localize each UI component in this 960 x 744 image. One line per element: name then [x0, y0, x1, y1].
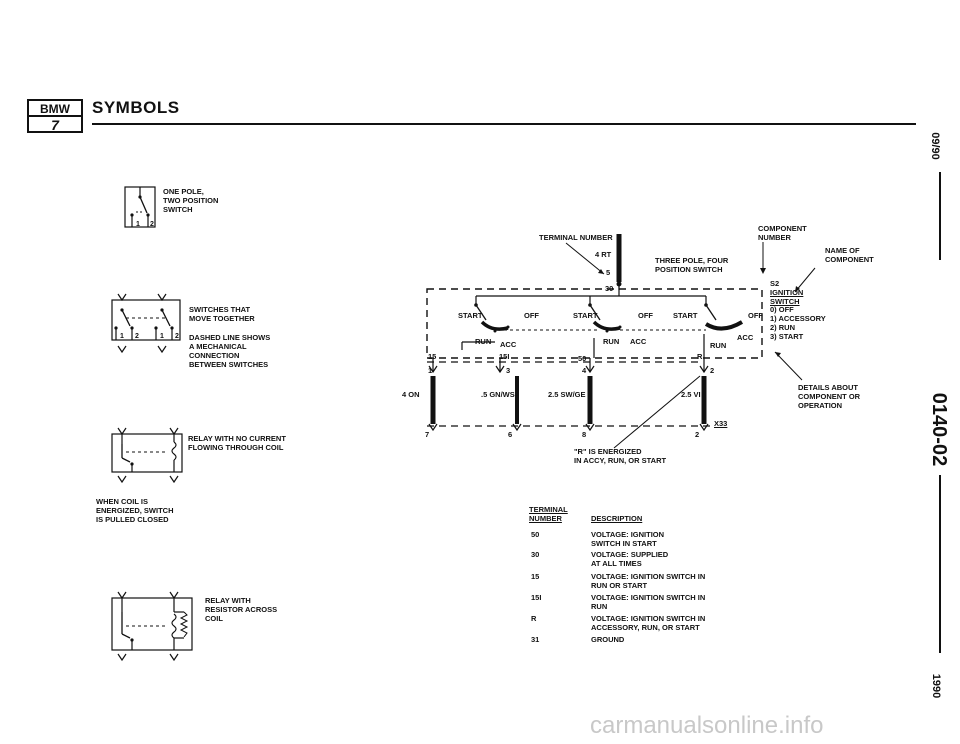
start-label-3: START [673, 311, 698, 320]
off-label-3: OFF [748, 311, 763, 320]
pin-3: 3 [506, 366, 511, 375]
wire-25vi-label: 2.5 VI [681, 390, 701, 399]
acc-label-1: ACC [500, 340, 517, 349]
page-title: SYMBOLS [92, 98, 180, 117]
side-rule-2 [939, 475, 941, 653]
svg-text:BMW: BMW [40, 102, 71, 116]
svg-text:1: 1 [120, 333, 124, 340]
run-label-3: RUN [710, 341, 727, 350]
wire-25swge-label: 2.5 SW/GE [548, 390, 586, 399]
table-row-desc: VOLTAGE: IGNITION SWITCH IN RUN OR START [591, 572, 706, 590]
svg-text:2: 2 [135, 333, 139, 340]
table-row-num: 50 [531, 530, 540, 539]
terminal-15: 15 [428, 352, 437, 361]
pin-4: 4 [582, 366, 587, 375]
table-row-num: 31 [531, 635, 540, 644]
table-row-num: R [531, 614, 537, 623]
relay-resistor-symbol [111, 591, 193, 662]
acc-label-2: ACC [630, 337, 647, 346]
table-header-terminal: TERMINAL NUMBER [529, 505, 568, 523]
pin-2: 2 [710, 366, 715, 375]
table-row-desc: GROUND [591, 635, 625, 644]
acc-label-3: ACC [737, 333, 754, 342]
terminal-50: 50 [578, 354, 587, 363]
off-label-1: OFF [524, 311, 539, 320]
run-label-2: RUN [603, 337, 620, 346]
start-label-1: START [458, 311, 483, 320]
wire-4on-label: 4 ON [402, 390, 420, 399]
header-rule [92, 123, 916, 125]
wire-5gnws-label: .5 GN/WS [481, 390, 515, 399]
terminal-number-callout: TERMINAL NUMBER [539, 233, 613, 242]
name-of-component-label: NAME OF COMPONENT [825, 246, 874, 264]
side-rule-1 [939, 172, 941, 260]
terminal-30: 30 [605, 284, 614, 293]
off-label-2: OFF [638, 311, 653, 320]
svg-text:7: 7 [51, 117, 60, 133]
ganged-switches-symbol: 1 2 1 2 [111, 293, 181, 354]
relay-no-current-symbol [111, 427, 183, 484]
one-pole-switch-symbol: 1 2 [124, 186, 156, 228]
details-label: DETAILS ABOUT COMPONENT OR OPERATION [798, 383, 861, 410]
switch-positions: 0) OFF 1) ACCESSORY 2) RUN 3) START [770, 305, 826, 341]
relay-energized-note: WHEN COIL IS ENERGIZED, SWITCH IS PULLED… [96, 497, 174, 524]
terminal-5-label: 5 [606, 268, 611, 277]
table-row-desc: VOLTAGE: IGNITION SWITCH IN RUN [591, 593, 706, 611]
connector-x33: X33 [714, 419, 728, 428]
svg-text:1: 1 [136, 221, 140, 228]
pin-2-bottom: 2 [695, 430, 700, 439]
terminal-15i: 15I [499, 352, 510, 361]
svg-text:1: 1 [160, 333, 164, 340]
relay-resistor-label: RELAY WITH RESISTOR ACROSS COIL [205, 596, 278, 623]
pin-6: 6 [508, 430, 513, 439]
one-pole-switch-label: ONE POLE, TWO POSITION SWITCH [163, 187, 219, 214]
pin-7: 7 [425, 430, 430, 439]
pin-8: 8 [582, 430, 587, 439]
table-row-desc: VOLTAGE: SUPPLIED AT ALL TIMES [591, 550, 669, 568]
relay-no-current-label: RELAY WITH NO CURRENT FLOWING THROUGH CO… [188, 434, 286, 452]
run-label-1: RUN [475, 337, 492, 346]
bmw-7-logo: BMW 7 [27, 99, 83, 133]
r-energized-note: "R" IS ENERGIZED IN ACCY, RUN, OR START [574, 447, 667, 465]
svg-text:2: 2 [150, 221, 154, 228]
pin-1: 1 [428, 366, 433, 375]
dashed-line-label: DASHED LINE SHOWS A MECHANICAL CONNECTIO… [189, 333, 271, 369]
ganged-switches-label: SWITCHES THAT MOVE TOGETHER [189, 305, 255, 323]
terminal-r: R [697, 352, 703, 361]
table-row-num: 30 [531, 550, 540, 559]
three-pole-label: THREE POLE, FOUR POSITION SWITCH [655, 256, 729, 274]
svg-text:2: 2 [175, 333, 179, 340]
component-id: S2 [770, 279, 780, 288]
table-row-desc: VOLTAGE: IGNITION SWITCH IN ACCESSORY, R… [591, 614, 706, 632]
table-row-num: 15 [531, 572, 540, 581]
component-number-label: COMPONENT NUMBER [758, 224, 807, 242]
table-row-desc: VOLTAGE: IGNITION SWITCH IN START [591, 530, 665, 548]
component-name: IGNITION SWITCH [770, 288, 804, 306]
wire-4rt-label: 4 RT [595, 250, 612, 259]
watermark: carmanualsonline.info [590, 712, 824, 739]
start-label-2: START [573, 311, 598, 320]
table-row-num: 15I [531, 593, 542, 602]
table-header-description: DESCRIPTION [591, 514, 643, 523]
